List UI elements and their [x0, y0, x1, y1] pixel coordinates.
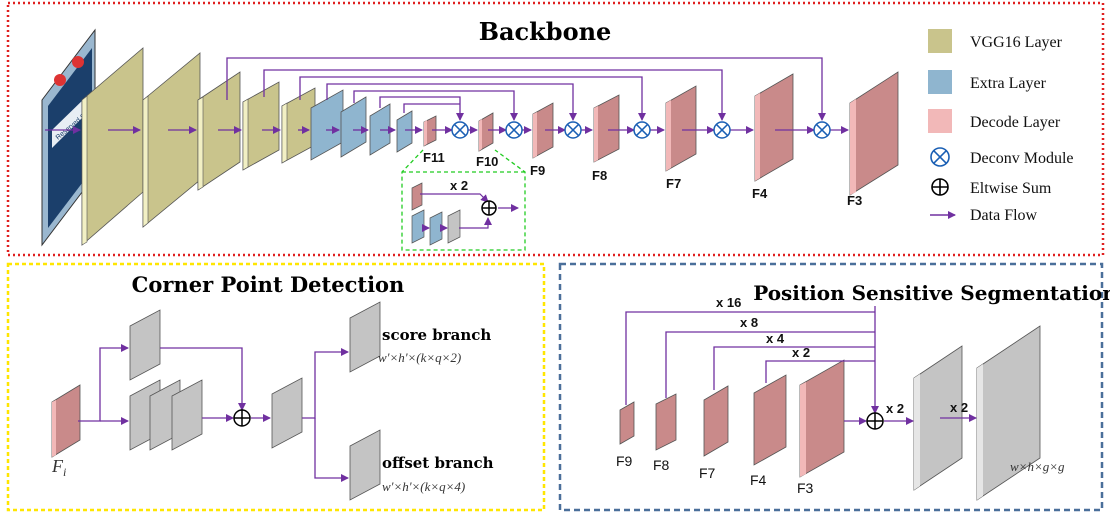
- score-branch-formula: w'×h'×(k×q×2): [378, 350, 461, 365]
- extra-layers: [310, 89, 413, 161]
- deconv-icon: [813, 121, 831, 139]
- backbone-feature-labels: F11 F10 F9 F8 F7 F4 F3: [423, 150, 862, 208]
- deconv-module-detail: x 2: [401, 149, 526, 251]
- seg-label-f7: F7: [699, 465, 716, 481]
- legend-flow-label: Data Flow: [970, 207, 1038, 224]
- scale-label-8: x 8: [740, 315, 758, 330]
- legend-extra-label: Extra Layer: [970, 75, 1047, 92]
- deconv-modules: [451, 121, 831, 139]
- eltwise-sum-icon: [481, 200, 497, 216]
- backbone-title: Backbone: [479, 17, 612, 46]
- legend-deconv-label: Deconv Module: [970, 150, 1074, 167]
- legend-vgg-swatch: [928, 29, 952, 53]
- corner-layers: [51, 301, 381, 501]
- upsample-label-2: x 2: [950, 400, 968, 415]
- deconv-icon: [451, 121, 469, 139]
- label-f10: F10: [476, 154, 498, 169]
- seg-label-f9: F9: [616, 453, 633, 469]
- vgg16-layers: [81, 47, 316, 246]
- deconv-icon: [505, 121, 523, 139]
- segmentation-title: Position Sensitive Segmentation: [753, 281, 1110, 305]
- legend-decode-swatch: [928, 109, 952, 133]
- corner-arrows: [78, 344, 349, 482]
- label-f7: F7: [666, 176, 681, 191]
- legend-extra-swatch: [928, 70, 952, 94]
- segmentation-panel: [558, 262, 1104, 512]
- label-f9: F9: [530, 163, 545, 178]
- segmentation-feature-labels: F9 F8 F7 F4 F3: [616, 453, 814, 496]
- legend: VGG16 Layer Extra Layer Decode Layer Dec…: [928, 29, 1074, 224]
- segmentation-scale-labels: x 16 x 8 x 4 x 2 x 2 x 2: [716, 295, 968, 416]
- seg-label-f4: F4: [750, 472, 767, 488]
- label-f8: F8: [592, 168, 607, 183]
- scale-label-16: x 16: [716, 295, 741, 310]
- backbone-panel: [6, 1, 1105, 257]
- label-f11: F11: [423, 150, 445, 165]
- skip-connections: [226, 57, 826, 121]
- offset-branch-formula: w'×h'×(k×q×4): [382, 479, 465, 494]
- legend-eltwise-label: Eltwise Sum: [970, 180, 1052, 197]
- scale-label-4: x 4: [766, 331, 785, 346]
- corner-eltwise-icon: [233, 409, 251, 427]
- legend-vgg-label: VGG16 Layer: [970, 34, 1063, 51]
- score-branch-label: score branch: [382, 326, 491, 344]
- deconv-icon: [633, 121, 651, 139]
- deconv-icon: [564, 121, 582, 139]
- seg-label-f8: F8: [653, 457, 670, 473]
- segmentation-arrows: [625, 306, 977, 425]
- module-zoom-label: x 2: [450, 178, 468, 193]
- corner-panel: [6, 262, 546, 512]
- legend-deconv-icon: [930, 147, 950, 167]
- legend-eltwise-icon: [931, 178, 949, 196]
- offset-branch-label: offset branch: [382, 454, 494, 472]
- upsample-label-1: x 2: [886, 401, 904, 416]
- decode-layers: [423, 71, 899, 196]
- scale-label-2: x 2: [792, 345, 810, 360]
- corner-input-label: Fi: [51, 456, 66, 479]
- segmentation-eltwise-icon: [866, 412, 884, 430]
- segmentation-output-formula: w×h×g×g: [1010, 459, 1065, 474]
- label-f3: F3: [847, 193, 862, 208]
- legend-decode-label: Decode Layer: [970, 114, 1061, 131]
- label-f4: F4: [752, 186, 768, 201]
- segmentation-layers: [619, 325, 1041, 501]
- corner-title: Corner Point Detection: [132, 272, 405, 297]
- deconv-icon: [713, 121, 731, 139]
- seg-label-f3: F3: [797, 480, 814, 496]
